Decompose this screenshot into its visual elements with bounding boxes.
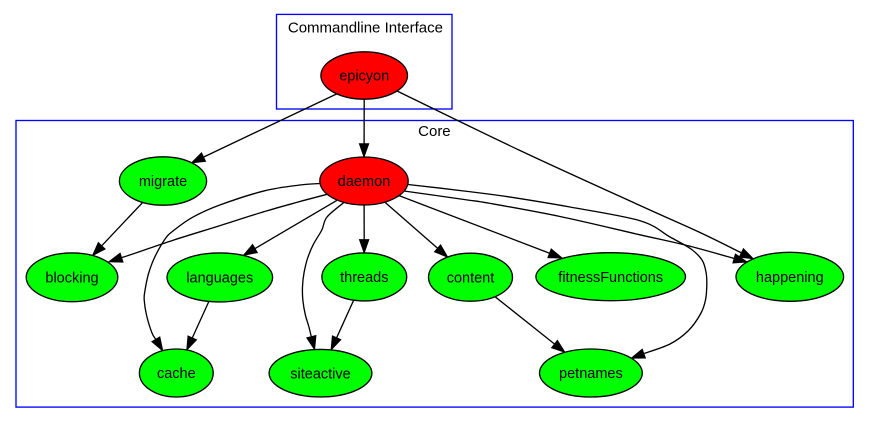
svg-text:migrate: migrate (139, 174, 187, 190)
svg-text:blocking: blocking (45, 271, 98, 287)
svg-text:cache: cache (157, 366, 196, 382)
svg-text:happening: happening (756, 270, 824, 286)
svg-text:petnames: petnames (559, 366, 623, 382)
svg-text:content: content (447, 270, 495, 286)
svg-text:daemon: daemon (338, 174, 390, 190)
svg-text:Commandline Interface: Commandline Interface (288, 19, 443, 36)
svg-text:epicyon: epicyon (339, 69, 389, 85)
svg-text:siteactive: siteactive (290, 366, 350, 382)
svg-text:fitnessFunctions: fitnessFunctions (558, 270, 663, 286)
svg-text:languages: languages (186, 271, 253, 287)
svg-text:threads: threads (340, 270, 388, 286)
svg-text:Core: Core (418, 123, 451, 140)
